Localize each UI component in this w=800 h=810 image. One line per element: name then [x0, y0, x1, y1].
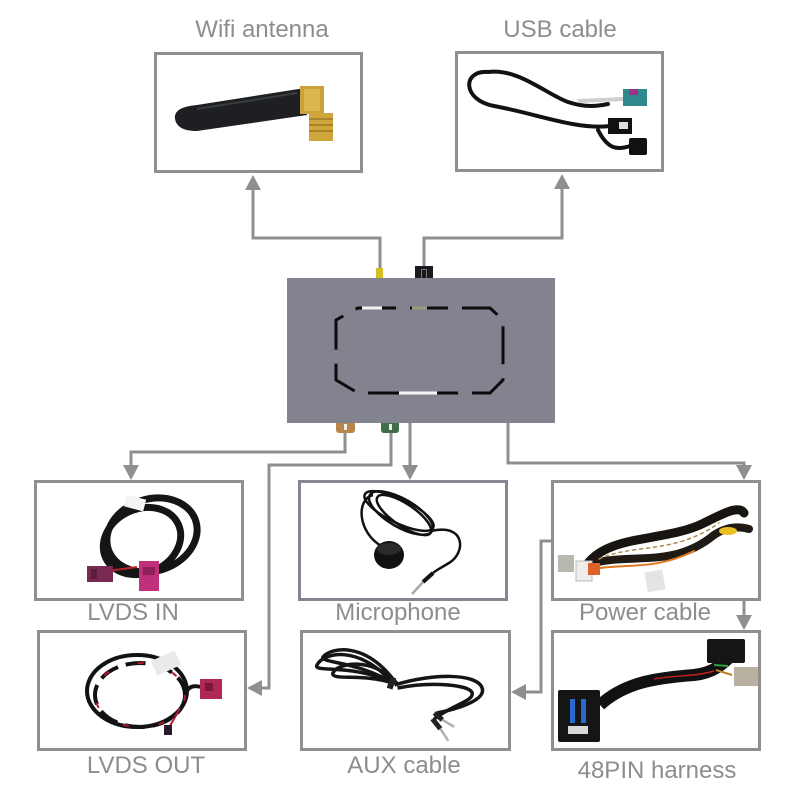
interface-box	[287, 278, 555, 423]
usb-connector-line	[422, 187, 564, 268]
power-cable-label: Power cable	[578, 599, 712, 626]
power-cable-box	[551, 480, 761, 601]
arrow-up-icon	[245, 175, 261, 190]
lvds-out-connector-line	[261, 433, 393, 690]
microphone-box	[298, 480, 508, 601]
arrow-down-icon	[736, 615, 752, 630]
wifi-antenna-image	[174, 86, 333, 141]
usb-cable-box	[455, 51, 664, 172]
usb-port	[415, 266, 433, 278]
lvds-in-connector-line	[129, 433, 347, 466]
arrow-left-icon	[511, 684, 526, 700]
48pin-harness-box	[551, 630, 761, 751]
aux-cable-box	[300, 630, 511, 751]
interface-box-outline	[334, 306, 505, 395]
wifi-connector-line	[251, 188, 382, 268]
lvds-in-label: LVDS IN	[87, 599, 179, 626]
arrow-left-icon	[247, 680, 262, 696]
lvds-in-box	[34, 480, 244, 601]
usb-cable-label: USB cable	[503, 16, 617, 43]
lvds-in-cable-image	[87, 494, 201, 591]
usb-cable-image	[467, 69, 647, 155]
arrow-up-icon	[554, 174, 570, 189]
lvds-in-port	[336, 423, 355, 433]
lvds-out-cable-image	[85, 650, 222, 735]
power-cable-image	[558, 505, 753, 593]
48pin-harness-image	[558, 639, 758, 742]
lvds-out-port	[381, 423, 399, 433]
lvds-out-box	[37, 630, 247, 751]
microphone-image	[360, 489, 462, 595]
arrow-down-icon	[736, 465, 752, 480]
power-connector-line	[506, 423, 746, 466]
wifi-port	[376, 268, 383, 278]
aux-cable-image	[315, 648, 485, 742]
lvds-out-label: LVDS OUT	[86, 752, 206, 779]
arrow-down-icon	[123, 465, 139, 480]
aux-cable-label: AUX cable	[347, 752, 461, 779]
microphone-label: Microphone	[335, 599, 461, 626]
aux-connector-line	[525, 539, 551, 694]
wifi-antenna-label: Wifi antenna	[195, 16, 329, 43]
arrow-down-icon	[402, 465, 418, 480]
wifi-antenna-box	[154, 52, 363, 173]
48pin-harness-label: 48PIN harness	[577, 757, 737, 784]
